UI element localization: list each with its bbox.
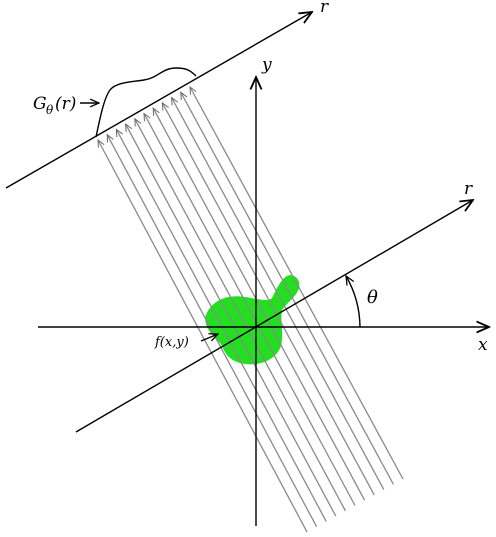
- ray-arrow-tip: [134, 117, 142, 127]
- ray-arrow-tip: [106, 133, 114, 143]
- projection-ray: [106, 134, 318, 528]
- detector-chevrons: [97, 85, 197, 148]
- rotated-axis-r-label: r: [464, 179, 473, 199]
- theta-label: θ: [367, 287, 378, 308]
- ray-arrow-tip: [171, 96, 179, 106]
- projection-label-G-subscript: θ: [46, 103, 54, 117]
- ray-arrow-tip: [189, 85, 197, 95]
- projection-profile-curve: [95, 67, 197, 138]
- object-label-arrow: [200, 334, 218, 342]
- projection-ray: [97, 139, 308, 533]
- projection-ray: [143, 113, 356, 506]
- ray-arrow-tip: [143, 112, 151, 122]
- projection-ray: [115, 129, 327, 522]
- projection-ray: [152, 107, 366, 501]
- ray-arrow-tip: [152, 107, 160, 116]
- ray-arrow-tip: [180, 91, 188, 101]
- y-axis-label: y: [261, 55, 272, 75]
- projection-rays: [97, 86, 404, 533]
- projection-ray: [134, 118, 346, 512]
- x-axis-label: x: [478, 335, 488, 355]
- theta-arc: [346, 276, 361, 328]
- projection-ray: [125, 123, 337, 517]
- projection-ray: [161, 102, 375, 496]
- object-label-f: f(x,y): [154, 335, 189, 350]
- ray-arrow-tip: [161, 101, 169, 111]
- projection-axis-r-label: r: [320, 0, 329, 17]
- projection-axis-line: [5, 12, 312, 189]
- object-blob: [205, 275, 300, 365]
- ray-arrow-tip: [97, 138, 105, 148]
- projection-ray: [171, 97, 385, 490]
- ray-arrow-tip: [125, 123, 133, 132]
- rotated-axis-line: [75, 200, 473, 433]
- projection-ray: [189, 86, 404, 480]
- ray-arrow-tip: [115, 128, 123, 138]
- projection-ray: [180, 91, 394, 485]
- projection-label-G-argument: (r): [55, 94, 76, 114]
- projection-label-G: G: [33, 94, 47, 114]
